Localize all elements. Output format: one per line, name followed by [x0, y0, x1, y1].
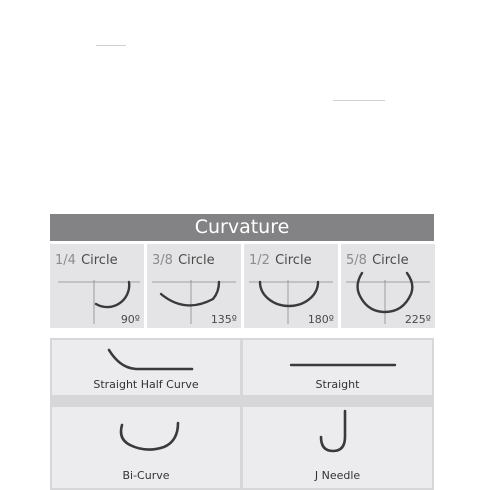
straight-label: Straight	[315, 378, 360, 391]
straight-half-curve-label: Straight Half Curve	[93, 378, 199, 391]
bi-curve-needle	[119, 421, 180, 451]
quarter-circle-fraction: 1/4	[55, 253, 76, 268]
five-eighths-circle-needle	[356, 271, 414, 314]
half-circle-panel: 1/2 Circle 180º	[244, 244, 338, 328]
needle-shape-grid: Straight Half Curve Straight Bi-Curve J …	[50, 338, 434, 490]
j-needle-cell: J Needle	[243, 407, 432, 488]
quarter-circle-needle	[94, 280, 131, 309]
faint-rule-top	[96, 45, 126, 46]
quarter-circle-word: Circle	[81, 253, 118, 268]
half-circle-needle	[258, 280, 320, 308]
three-eighths-circle-fraction: 3/8	[152, 253, 173, 268]
three-eighths-circle-word: Circle	[178, 253, 215, 268]
straight-half-curve-needle	[107, 348, 194, 371]
five-eighths-circle-needle-diagram	[346, 271, 430, 324]
bi-curve-label: Bi-Curve	[122, 469, 170, 482]
five-eighths-circle-degrees: 225º	[404, 313, 431, 326]
three-eighths-circle-needle	[159, 280, 221, 307]
half-circle-word: Circle	[275, 253, 312, 268]
three-eighths-circle-title: 3/8 Circle	[152, 253, 215, 268]
three-eighths-circle-panel: 3/8 Circle 135º	[147, 244, 241, 328]
half-circle-fraction: 1/2	[249, 253, 270, 268]
half-circle-needle-diagram	[249, 280, 333, 324]
five-eighths-circle-panel: 5/8 Circle 225º	[341, 244, 435, 328]
half-circle-degrees: 180º	[307, 313, 334, 326]
five-eighths-circle-fraction: 5/8	[346, 253, 367, 268]
bi-curve-needle-diagram	[119, 421, 180, 451]
straight-half-curve-cell: Straight Half Curve	[52, 340, 240, 395]
curvature-banner: Curvature	[50, 214, 434, 241]
circle-fraction-row: 1/4 Circle 90º 3/8 Circle 135º 1/2 Circl…	[50, 244, 435, 328]
three-eighths-circle-needle-diagram	[152, 280, 236, 324]
straight-half-curve-needle-diagram	[107, 348, 194, 371]
quarter-circle-title: 1/4 Circle	[55, 253, 118, 268]
three-eighths-circle-degrees: 135º	[210, 313, 237, 326]
quarter-circle-needle-diagram	[58, 280, 140, 324]
straight-needle-diagram	[289, 363, 397, 367]
faint-rule-mid	[333, 100, 385, 101]
half-circle-title: 1/2 Circle	[249, 253, 312, 268]
curvature-title: Curvature	[194, 216, 290, 238]
bi-curve-cell: Bi-Curve	[52, 407, 240, 488]
j-needle-diagram	[319, 409, 347, 453]
five-eighths-circle-word: Circle	[372, 253, 409, 268]
quarter-circle-degrees: 90º	[120, 313, 140, 326]
quarter-circle-panel: 1/4 Circle 90º	[50, 244, 144, 328]
five-eighths-circle-title: 5/8 Circle	[346, 253, 409, 268]
j-needle-label: J Needle	[314, 469, 361, 482]
j-needle-shape	[319, 409, 347, 453]
straight-cell: Straight	[243, 340, 432, 395]
